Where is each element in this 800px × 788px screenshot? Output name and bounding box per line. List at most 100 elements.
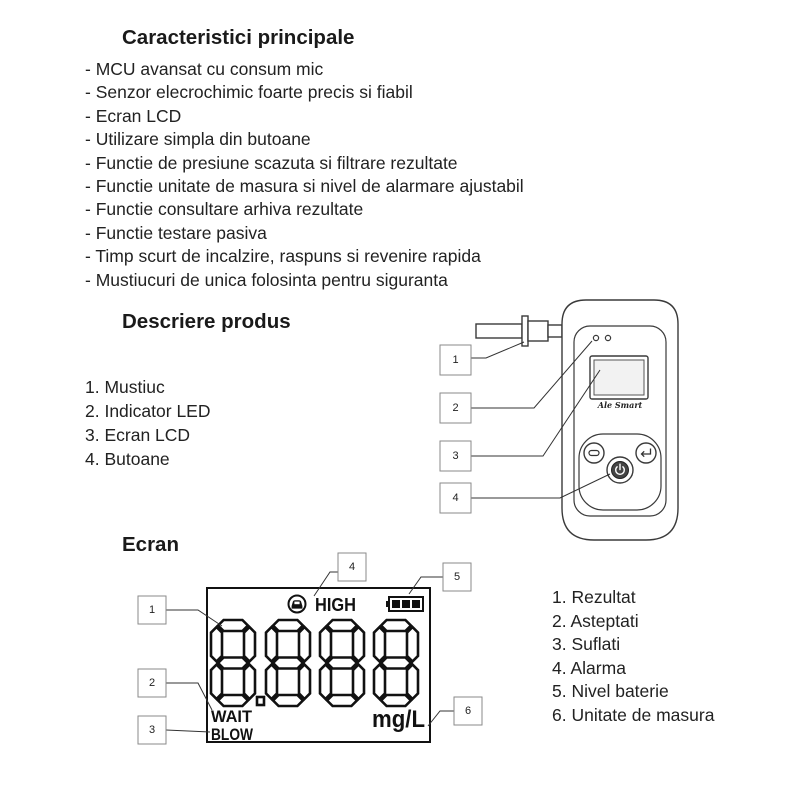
features-heading: Caracteristici principale bbox=[122, 26, 355, 49]
lcd-digit bbox=[209, 618, 257, 708]
lcd-screen-diagram: HIGH WAIT BLOW mg/L bbox=[206, 587, 431, 744]
product-part-item: 3. Ecran LCD bbox=[85, 425, 191, 445]
lcd-segment-g bbox=[325, 656, 359, 670]
breathalyzer-device: Ale Smart bbox=[475, 299, 679, 541]
battery-outline bbox=[388, 596, 424, 612]
lcd-segment-c bbox=[351, 662, 366, 701]
feature-item: - Utilizare simpla din butoane bbox=[85, 129, 311, 150]
battery-level-bars bbox=[392, 600, 420, 608]
product-part-item: 2. Indicator LED bbox=[85, 401, 211, 421]
callout-box bbox=[453, 696, 483, 726]
lcd-digit bbox=[318, 618, 366, 708]
button-panel bbox=[578, 433, 662, 511]
feature-item: - MCU avansat cu consum mic bbox=[85, 59, 324, 79]
callout-number: 5 bbox=[454, 571, 460, 583]
battery-bar bbox=[392, 600, 400, 608]
power-icon bbox=[615, 463, 625, 475]
callout-number: 4 bbox=[349, 561, 355, 573]
lcd-segment-d bbox=[325, 693, 359, 708]
enter-arrow-icon bbox=[640, 448, 652, 458]
lcd-digit bbox=[264, 618, 312, 708]
feature-item: - Functie consultare arhiva rezultate bbox=[85, 199, 364, 220]
lcd-segment-e bbox=[318, 662, 333, 701]
device-front-panel bbox=[573, 325, 667, 517]
device-body bbox=[561, 299, 679, 541]
lcd-decimal-point bbox=[255, 695, 266, 707]
callout-leader-3 bbox=[471, 369, 601, 457]
callout-leader-1 bbox=[166, 609, 223, 627]
lcd-segment-g bbox=[271, 656, 305, 670]
callout-leader-3 bbox=[165, 729, 211, 733]
lcd-segment-d bbox=[379, 693, 413, 708]
callout-box bbox=[137, 595, 167, 625]
screen-legend-item: 4. Alarma bbox=[552, 657, 626, 678]
mouthpiece-socket bbox=[547, 324, 563, 338]
device-buttons bbox=[578, 433, 662, 511]
callout-leader-2 bbox=[166, 682, 213, 711]
car-icon-body bbox=[291, 600, 303, 609]
mouthpiece-neck bbox=[527, 320, 549, 342]
callout-leader-4 bbox=[471, 473, 611, 499]
lcd-segment-g bbox=[379, 656, 413, 670]
callout-number: 2 bbox=[149, 677, 155, 689]
feature-item: - Timp scurt de incalzire, raspuns si re… bbox=[85, 246, 481, 267]
callout-box bbox=[439, 392, 472, 424]
battery-terminal bbox=[386, 601, 389, 607]
callout-number: 6 bbox=[465, 705, 471, 717]
lcd-segment-c bbox=[405, 662, 420, 701]
callout-leader-6 bbox=[427, 710, 454, 727]
callout-box bbox=[439, 344, 472, 376]
callout-box bbox=[337, 552, 367, 582]
device-callouts: 1 2 3 4 bbox=[439, 340, 611, 514]
lcd-segment-a bbox=[325, 618, 359, 633]
mouthpiece-tube bbox=[475, 323, 523, 339]
lcd-segment-e bbox=[264, 662, 279, 701]
feature-item: - Functie de presiune scazuta si filtrar… bbox=[85, 152, 458, 173]
screen-callouts: 1 2 3 4 5 6 bbox=[137, 552, 483, 745]
callout-box bbox=[137, 668, 167, 698]
blow-label: BLOW bbox=[211, 725, 254, 744]
lcd-segment-a bbox=[379, 618, 413, 633]
minus-button bbox=[583, 442, 605, 464]
lcd-segment-e bbox=[209, 662, 224, 701]
callout-number: 2 bbox=[452, 402, 458, 414]
screen-legend-item: 2. Asteptati bbox=[552, 610, 639, 631]
feature-item: - Functie unitate de masura si nivel de … bbox=[85, 176, 524, 197]
lcd-segment-f bbox=[264, 625, 279, 664]
callout-leader-2 bbox=[471, 340, 593, 409]
led-icon bbox=[592, 334, 600, 342]
lcd-segment-b bbox=[242, 625, 257, 664]
car-icon bbox=[287, 594, 307, 614]
product-heading: Descriere produs bbox=[122, 310, 291, 333]
feature-item: - Functie testare pasiva bbox=[85, 222, 267, 243]
lcd-segment-b bbox=[405, 625, 420, 664]
lcd-reading bbox=[209, 618, 420, 708]
car-icon-ring bbox=[287, 594, 307, 614]
device-lcd bbox=[589, 355, 649, 400]
screen-heading: Ecran bbox=[122, 533, 179, 556]
lcd-segment-b bbox=[297, 625, 312, 664]
alarm-high-label: HIGH bbox=[315, 595, 356, 615]
callout-box bbox=[442, 562, 472, 592]
callout-box bbox=[439, 440, 472, 472]
lcd-segment-c bbox=[297, 662, 312, 701]
screen-legend-item: 6. Unitate de masura bbox=[552, 704, 715, 725]
callout-box bbox=[439, 482, 472, 514]
features-list: - MCU avansat cu consum mic - Senzor ele… bbox=[85, 58, 524, 292]
callout-number: 3 bbox=[452, 450, 458, 462]
callout-number: 4 bbox=[452, 492, 458, 504]
lcd-segment-a bbox=[271, 618, 305, 633]
device-brand-logo: Ale Smart bbox=[597, 400, 643, 410]
power-button bbox=[606, 456, 634, 484]
lcd-segment-f bbox=[209, 625, 224, 664]
car-icon-window bbox=[294, 601, 300, 605]
product-part-item: 4. Butoane bbox=[85, 449, 170, 469]
device-lcd-glass bbox=[593, 359, 645, 396]
wait-label: WAIT bbox=[211, 707, 253, 726]
unit-label: mg/L bbox=[372, 706, 425, 733]
lcd-segment-f bbox=[318, 625, 333, 664]
feature-item: - Ecran LCD bbox=[85, 105, 182, 126]
callout-leader-5 bbox=[408, 576, 443, 595]
lcd-segment-a bbox=[216, 618, 250, 633]
lcd-segment-f bbox=[372, 625, 387, 664]
